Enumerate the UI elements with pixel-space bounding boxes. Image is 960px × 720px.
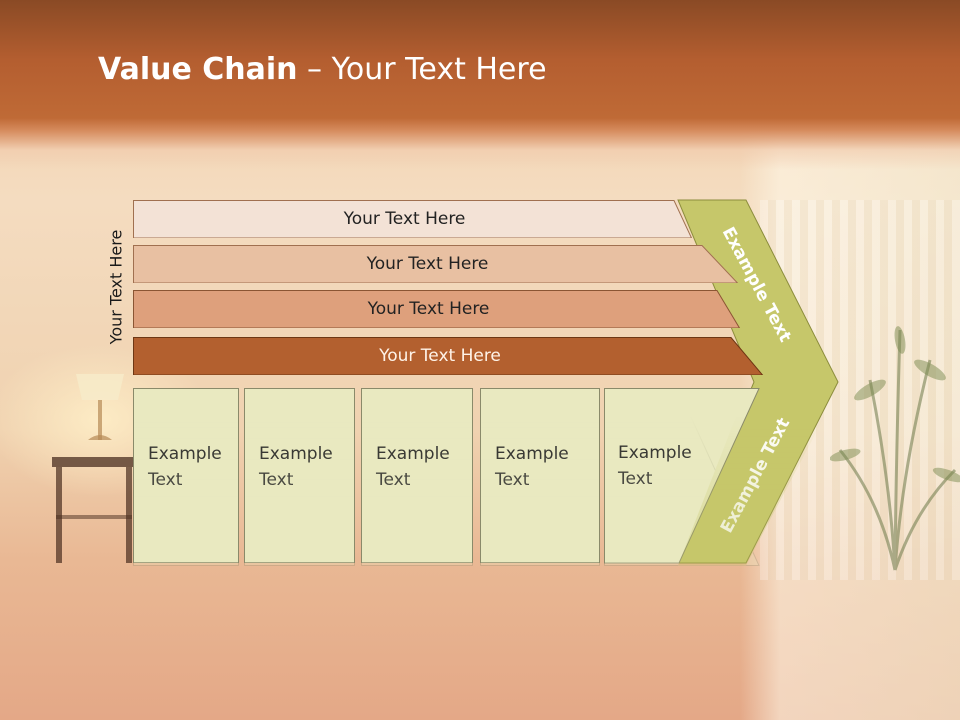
example-box-1: Example Text <box>133 388 239 563</box>
box-2-line-1: Example <box>259 441 339 467</box>
bar-3: Your Text Here <box>133 290 740 328</box>
bar-2-label: Your Text Here <box>366 254 489 274</box>
slide-title: Value Chain – Your Text Here <box>98 52 547 87</box>
box-1-line-2: Text <box>148 467 228 493</box>
box-4-line-1: Example <box>495 441 575 467</box>
example-box-5: Example Text <box>604 388 704 563</box>
box-2-line-2: Text <box>259 467 339 493</box>
example-box-3: Example Text <box>361 388 473 563</box>
bar-1: Your Text Here <box>133 200 692 238</box>
box-1-line-1: Example <box>148 441 228 467</box>
side-table-decoration <box>52 457 138 563</box>
example-box-2: Example Text <box>244 388 355 563</box>
title-rest: – Your Text Here <box>297 52 547 87</box>
title-bold: Value Chain <box>98 52 298 87</box>
bar-3-label: Your Text Here <box>367 299 490 319</box>
reflection-shapes <box>133 390 838 566</box>
example-box-4: Example Text <box>480 388 600 563</box>
box-3-line-2: Text <box>376 467 456 493</box>
title-banner <box>0 0 960 170</box>
box-5-line-1: Example <box>618 440 698 466</box>
plant-decoration <box>830 326 960 571</box>
box-4-line-2: Text <box>495 467 575 493</box>
lamp-decoration <box>76 374 124 440</box>
bar-4-label: Your Text Here <box>379 346 501 366</box>
box-5-line-2: Text <box>618 466 698 492</box>
boxes-reflection <box>133 390 838 566</box>
bar-2: Your Text Here <box>133 245 738 283</box>
example-box-5-shape <box>604 388 760 564</box>
box-3-line-1: Example <box>376 441 456 467</box>
bar-1-label: Your Text Here <box>343 209 466 229</box>
bar-4: Your Text Here <box>133 337 763 375</box>
